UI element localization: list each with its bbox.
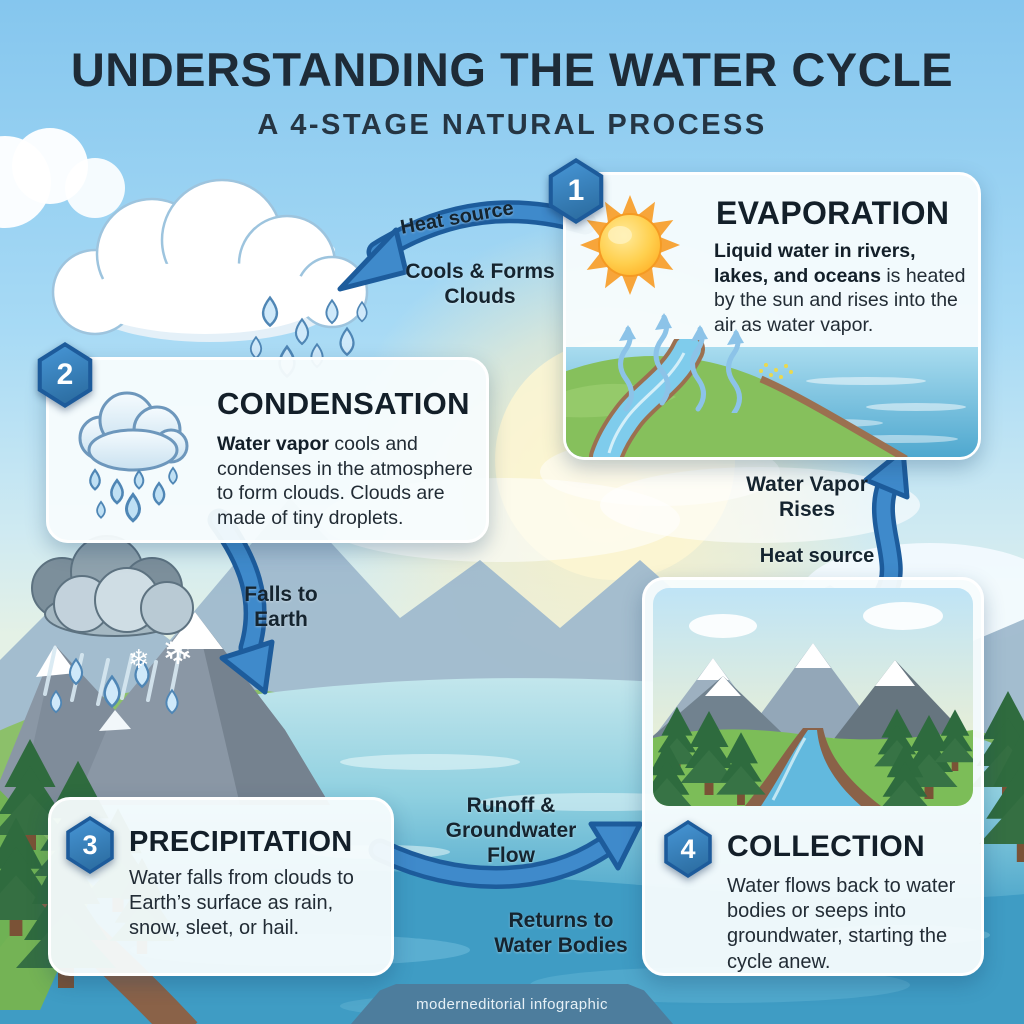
stage-title-collection: COLLECTION [727,830,925,863]
rising-vapor-arrows-icon [618,313,744,413]
stage-card-evaporation: EVAPORATION Liquid water in rivers, lake… [563,172,981,460]
stage-title-evaporation: EVAPORATION [716,195,950,231]
flow-arrow-runoff [368,821,643,889]
header: UNDERSTANDING THE WATER CYCLE A 4-STAGE … [0,42,1024,142]
stage-card-precipitation: 3 PRECIPITATION Water falls from clouds … [48,797,394,976]
stage-description-condensation: Water vapor cools and condenses in the a… [217,433,473,529]
flow-label-heat-source-right: Heat source [759,545,875,567]
stage-description-precipitation: Water falls from clouds to Earth’s surfa… [129,867,354,940]
flow-arrow-water-vapor-rises [863,447,910,604]
footer-tab: moderneditorial infographic [351,984,673,1024]
stage-card-collection: 4 COLLECTION Water flows back to water b… [642,577,984,976]
flow-label-returns: Returns to Water Bodies [494,908,628,957]
rain-cloud-icon [51,178,369,378]
sun-icon [580,195,680,295]
collection-landscape [653,588,973,806]
flow-label-cools-forms-clouds: Cools & Forms Clouds [405,259,555,308]
condensation-cloud-icon [78,391,189,523]
storm-cloud-icon: ❄ ❄ [31,535,194,715]
stage-title-condensation: CONDENSATION [217,386,470,421]
footer-credit: moderneditorial infographic [416,995,608,1013]
stage-title-precipitation: PRECIPITATION [129,826,353,858]
stage-card-condensation: CONDENSATION Water vapor cools and conde… [46,357,489,543]
snowflake-icon: ❄ [128,645,150,675]
snowflake-icon: ❄ [162,629,194,673]
stage-number-badge-1: 1 [545,158,607,224]
stage-number-badge-3: 3 [63,816,117,874]
flow-arrow-cools-and-forms [337,200,597,292]
page-subtitle: A 4-STAGE NATURAL PROCESS [257,109,767,141]
stage-description-evaporation: Liquid water in rivers, lakes, and ocean… [714,240,966,336]
stage-description-collection: Water flows back to water bodies or seep… [727,875,956,973]
flow-label-water-vapor-rises: Water Vapor Rises [746,472,868,521]
stage-number-badge-4: 4 [661,820,715,878]
page-title: UNDERSTANDING THE WATER CYCLE [70,43,954,96]
flow-label-falls-to-earth: Falls to Earth [244,582,318,631]
stage-number-badge-2: 2 [34,342,96,408]
flow-label-runoff: Runoff & Groundwater Flow [445,794,577,868]
